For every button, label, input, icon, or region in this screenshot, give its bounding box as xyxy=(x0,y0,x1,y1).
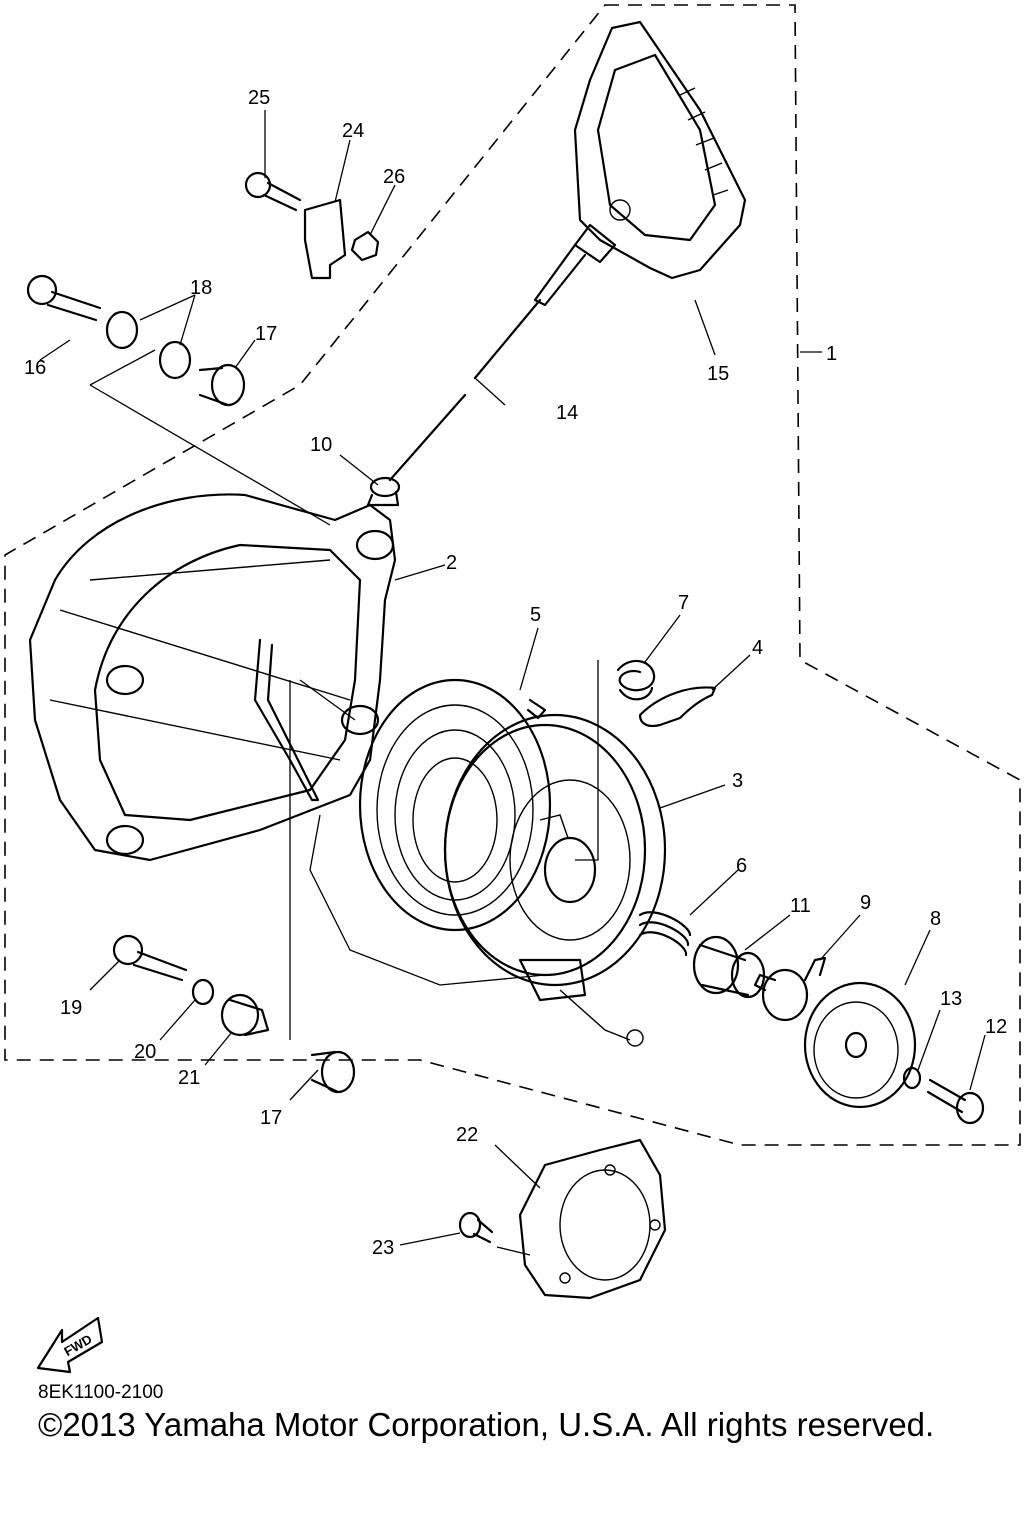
part-2-starter-case xyxy=(28,493,397,862)
part-6-compression-spring xyxy=(638,911,692,957)
part-4-pawl xyxy=(638,686,717,728)
callout-labels: 25 24 26 18 16 17 10 14 15 1 2 5 7 4 3 6… xyxy=(24,87,1007,1259)
callout-20: 20 xyxy=(134,1041,156,1063)
part-26-nut xyxy=(350,230,380,262)
callout-5: 5 xyxy=(530,604,541,626)
callout-24: 24 xyxy=(342,120,364,142)
part-3-drive-reel xyxy=(443,713,667,1047)
part-22-cover xyxy=(518,1138,667,1300)
callout-10: 10 xyxy=(310,434,332,456)
callout-12: 12 xyxy=(985,1016,1007,1038)
callout-17-lower: 17 xyxy=(260,1107,282,1129)
part-17-collar-lower xyxy=(310,1050,356,1094)
part-21-grommet xyxy=(220,993,270,1037)
part-14-starter-rope xyxy=(388,298,542,482)
callout-6: 6 xyxy=(736,855,747,877)
callout-3: 3 xyxy=(732,770,743,792)
callout-8: 8 xyxy=(930,908,941,930)
part-24-bracket xyxy=(303,198,347,280)
callout-7: 7 xyxy=(678,592,689,614)
callout-2: 2 xyxy=(446,552,457,574)
callout-25: 25 xyxy=(248,87,270,109)
callout-9: 9 xyxy=(860,892,871,914)
part-12-bolt xyxy=(926,1078,985,1125)
part-10-rope-guide xyxy=(366,476,401,507)
callout-18: 18 xyxy=(190,277,212,299)
part-17-collar-upper xyxy=(198,363,246,407)
part-9-ratchet-guide xyxy=(753,956,827,1022)
part-19-bolt xyxy=(112,934,188,982)
callout-21: 21 xyxy=(178,1067,200,1089)
part-23-screw xyxy=(458,1211,494,1244)
part-11-collar xyxy=(692,935,766,999)
callout-15: 15 xyxy=(707,363,729,385)
part-18-bushing-a xyxy=(105,310,139,350)
callout-22: 22 xyxy=(456,1124,478,1146)
leader-lines xyxy=(39,110,986,1256)
part-25-bolt xyxy=(244,171,302,212)
copyright-notice: ©2013 Yamaha Motor Corporation, U.S.A. A… xyxy=(38,1406,935,1443)
part-16-bolt xyxy=(26,274,102,322)
fwd-arrow-icon: FWD xyxy=(36,1316,104,1374)
part-18-bushing-b xyxy=(158,340,192,380)
drawing-code: 8EK1100-2100 xyxy=(38,1382,164,1403)
part-13-washer xyxy=(902,1066,922,1090)
callout-16: 16 xyxy=(24,357,46,379)
assembly-1-boundary xyxy=(4,4,1021,1146)
callout-13: 13 xyxy=(940,988,962,1010)
part-5-recoil-spring xyxy=(358,678,552,932)
part-8-drive-plate xyxy=(803,981,917,1109)
callout-23: 23 xyxy=(372,1237,394,1259)
fwd-label: FWD xyxy=(61,1331,94,1359)
callout-19: 19 xyxy=(60,997,82,1019)
part-7-ratchet-spring xyxy=(616,659,656,701)
callout-1: 1 xyxy=(826,343,837,365)
callout-26: 26 xyxy=(383,166,405,188)
callout-4: 4 xyxy=(752,637,763,659)
part-15-starter-handle xyxy=(533,20,747,307)
callout-11: 11 xyxy=(790,895,811,917)
callout-14: 14 xyxy=(556,402,578,424)
part-20-washer xyxy=(191,978,215,1006)
callout-17-upper: 17 xyxy=(255,323,277,345)
